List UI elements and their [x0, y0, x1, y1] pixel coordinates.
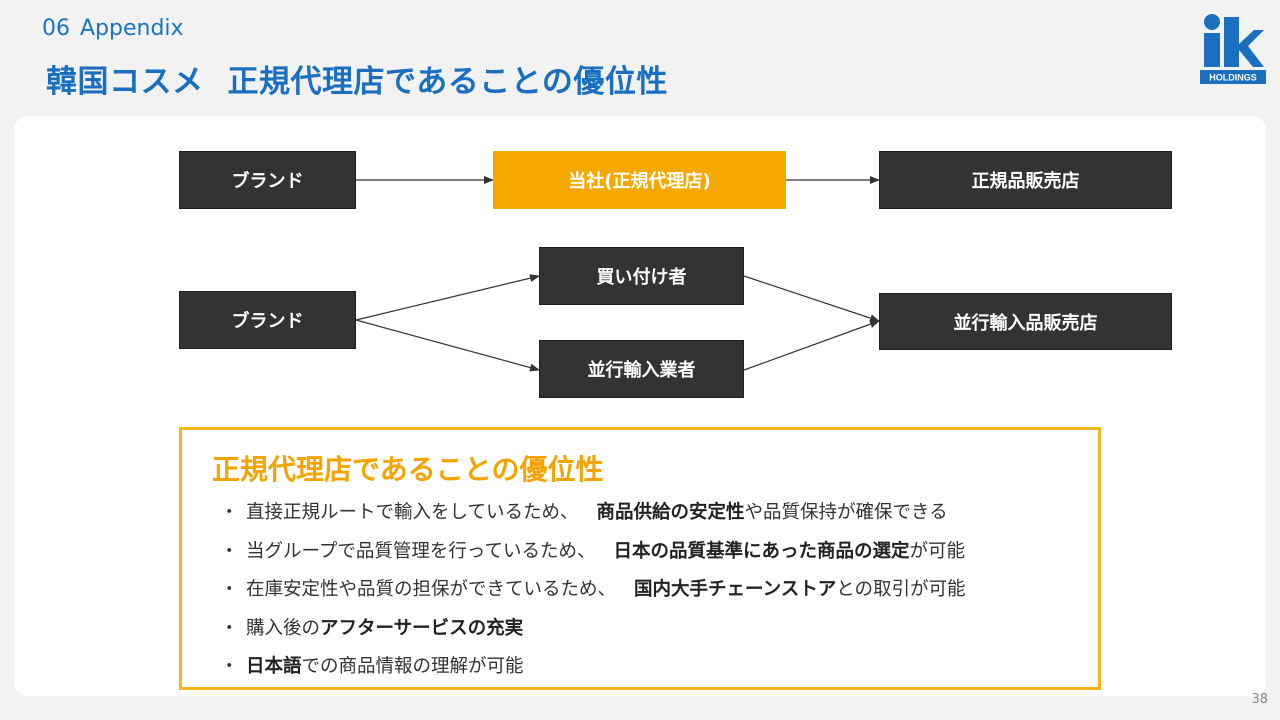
brand-box-official: ブランド: [179, 151, 356, 209]
item-emphasis: アフターサービスの充実: [320, 617, 524, 639]
parallel-retailer-box: 並行輸入品販売店: [879, 293, 1172, 350]
item-text-after: や品質保持が確保できる: [744, 502, 948, 523]
list-item: ・購入後のアフターサービスの充実: [220, 616, 966, 655]
buyer-box: 買い付け者: [539, 247, 744, 305]
logo-i-stem: [1204, 33, 1220, 67]
official-retailer-label: 正規品販売店: [971, 171, 1080, 192]
advantages-list: ・直接正規ルートで輸入をしているため、商品供給の安定性や品質保持が確保できる ・…: [220, 500, 966, 693]
item-text: 在庫安定性や品質の担保ができているため、: [246, 579, 617, 600]
list-item: ・直接正規ルートで輸入をしているため、商品供給の安定性や品質保持が確保できる: [220, 500, 966, 539]
bullet-dot: ・: [220, 502, 239, 523]
section-number: 06: [42, 16, 70, 41]
brand-label: ブランド: [231, 311, 304, 332]
bullet-dot: ・: [220, 617, 239, 639]
bullet-dot: ・: [220, 656, 239, 677]
importer-label: 並行輸入業者: [587, 360, 696, 381]
bullet-dot: ・: [220, 579, 239, 600]
agent-label: 当社(正規代理店): [568, 171, 711, 192]
section-label: 06 Appendix: [42, 16, 184, 41]
item-text-after: との取引が可能: [836, 579, 966, 600]
advantages-callout: 正規代理店であることの優位性 ・直接正規ルートで輸入をしているため、商品供給の安…: [179, 427, 1101, 690]
logo-k-arm: [1239, 30, 1264, 67]
section-name: Appendix: [80, 16, 184, 41]
logo-k-stem: [1224, 17, 1239, 67]
page-number: 38: [1251, 692, 1268, 707]
buyer-label: 買い付け者: [596, 267, 687, 288]
item-emphasis: 日本語: [246, 656, 302, 677]
bullet-dot: ・: [220, 540, 239, 562]
importer-box: 並行輸入業者: [539, 340, 744, 398]
brand-box-parallel: ブランド: [179, 291, 356, 349]
list-item: ・日本語での商品情報の理解が可能: [220, 654, 966, 693]
slide-title-part1: 韓国コスメ: [46, 64, 204, 100]
logo-dot: [1204, 14, 1220, 30]
item-emphasis: 国内大手チェーンストア: [634, 579, 837, 600]
item-text: 購入後の: [246, 617, 321, 639]
logo-bar: [1200, 70, 1266, 84]
item-text: 当グループで品質管理を行っているため、: [246, 540, 596, 562]
item-text-after: が可能: [909, 540, 965, 562]
item-emphasis: 日本の品質基準にあった商品の選定: [613, 540, 910, 562]
agent-box: 当社(正規代理店): [493, 151, 786, 209]
slide-title-part2: 正規代理店であることの優位性: [227, 64, 668, 100]
logo-text: HOLDINGS: [1209, 73, 1257, 83]
parallel-retailer-label: 並行輸入品販売店: [953, 312, 1098, 334]
advantages-title: 正規代理店であることの優位性: [212, 453, 604, 486]
item-text-after: での商品情報の理解が可能: [301, 656, 524, 677]
item-emphasis: 商品供給の安定性: [596, 502, 745, 523]
ik-holdings-logo: HOLDINGS: [1200, 14, 1266, 84]
list-item: ・在庫安定性や品質の担保ができているため、国内大手チェーンストアとの取引が可能: [220, 577, 966, 616]
slide-title: 韓国コスメ正規代理店であることの優位性: [46, 56, 668, 101]
item-text: 直接正規ルートで輸入をしているため、: [246, 502, 579, 523]
official-retailer-box: 正規品販売店: [879, 151, 1172, 209]
list-item: ・当グループで品質管理を行っているため、日本の品質基準にあった商品の選定が可能: [220, 539, 966, 578]
brand-label: ブランド: [231, 171, 304, 192]
